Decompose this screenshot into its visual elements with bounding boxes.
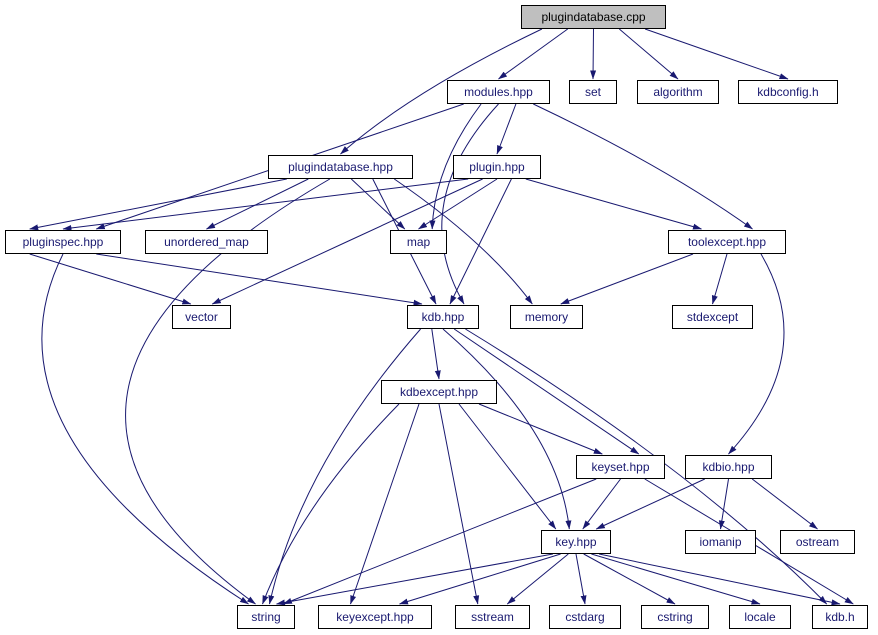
edge-key_hpp-to-cstdarg [575, 553, 587, 605]
edge-key_hpp-to-string [276, 553, 553, 606]
node-kdbexcept-hpp[interactable]: kdbexcept.hpp [381, 380, 497, 404]
edge-plugindatabase_cpp-to-modules_hpp [498, 28, 568, 80]
node-iomanip[interactable]: iomanip [685, 530, 756, 554]
node-algorithm[interactable]: algorithm [637, 80, 719, 104]
node-set[interactable]: set [569, 80, 617, 104]
edge-pluginspec_hpp-to-vector [29, 253, 192, 305]
edge-kdb_hpp-to-key_hpp [442, 328, 572, 530]
node-toolexcept-hpp[interactable]: toolexcept.hpp [668, 230, 786, 254]
node-sstream[interactable]: sstream [455, 605, 530, 629]
edge-kdb_hpp-to-keyset_hpp [453, 328, 640, 455]
edge-kdb_hpp-to-kdbexcept_hpp [431, 328, 441, 380]
edge-plugin_hpp-to-vector [211, 178, 483, 305]
node-unordered-map[interactable]: unordered_map [145, 230, 268, 254]
edge-plugin_hpp-to-pluginspec_hpp [62, 178, 469, 231]
edge-toolexcept_hpp-to-kdbio_hpp [728, 253, 785, 455]
node-plugindatabase-cpp: plugindatabase.cpp [521, 5, 666, 29]
edge-kdbio_hpp-to-key_hpp [595, 478, 706, 530]
edge-modules_hpp-to-map [429, 103, 482, 230]
edge-pluginspec_hpp-to-string [41, 253, 249, 605]
node-keyexcept-hpp[interactable]: keyexcept.hpp [318, 605, 432, 629]
node-string[interactable]: string [237, 605, 295, 629]
edge-kdbio_hpp-to-ostream [751, 478, 818, 530]
edge-plugin_hpp-to-toolexcept_hpp [525, 178, 702, 230]
node-kdbconfig-h[interactable]: kdbconfig.h [738, 80, 838, 104]
edge-modules_hpp-to-kdb_hpp [441, 103, 499, 305]
node-kdbio-hpp[interactable]: kdbio.hpp [685, 455, 772, 479]
edge-pluginspec_hpp-to-kdb_hpp [96, 253, 423, 306]
node-kdb-hpp[interactable]: kdb.hpp [407, 305, 479, 329]
node-keyset-hpp[interactable]: keyset.hpp [576, 455, 665, 479]
edge-kdbexcept_hpp-to-keyset_hpp [478, 403, 603, 455]
edge-key_hpp-to-sstream [506, 553, 569, 605]
edge-modules_hpp-to-plugin_hpp [496, 103, 517, 155]
node-ostream[interactable]: ostream [780, 530, 855, 554]
edge-modules_hpp-to-toolexcept_hpp [533, 103, 753, 230]
edge-plugindatabase_cpp-to-algorithm [618, 28, 679, 80]
node-cstring[interactable]: cstring [641, 605, 709, 629]
node-kdb-h[interactable]: kdb.h [812, 605, 868, 629]
node-modules-hpp[interactable]: modules.hpp [447, 80, 550, 104]
edge-plugin_hpp-to-kdb_hpp [449, 178, 512, 305]
edge-plugindatabase_hpp-to-pluginspec_hpp [29, 178, 287, 231]
node-map[interactable]: map [390, 230, 447, 254]
edge-plugindatabase_cpp-to-plugindatabase_hpp [340, 28, 543, 155]
node-vector[interactable]: vector [172, 305, 231, 329]
node-key-hpp[interactable]: key.hpp [541, 530, 611, 554]
edge-plugindatabase_hpp-to-unordered_map [206, 178, 309, 230]
edge-toolexcept_hpp-to-stdexcept [711, 253, 728, 305]
edge-kdb_hpp-to-string [268, 328, 421, 605]
node-locale[interactable]: locale [729, 605, 791, 629]
edge-plugindatabase_cpp-to-set [590, 28, 597, 80]
node-plugindatabase-hpp[interactable]: plugindatabase.hpp [268, 155, 413, 179]
edge-kdbexcept_hpp-to-string [262, 403, 400, 605]
edge-kdbio_hpp-to-iomanip [718, 478, 729, 530]
edge-toolexcept_hpp-to-memory [560, 253, 694, 305]
edge-keyset_hpp-to-string [283, 478, 597, 605]
edge-key_hpp-to-keyexcept_hpp [399, 553, 561, 605]
edge-kdbexcept_hpp-to-keyexcept_hpp [350, 403, 420, 605]
node-memory[interactable]: memory [510, 305, 583, 329]
edge-kdbexcept_hpp-to-sstream [438, 403, 480, 605]
edge-key_hpp-to-cstring [583, 553, 676, 605]
node-plugin-hpp[interactable]: plugin.hpp [453, 155, 541, 179]
edge-key_hpp-to-locale [591, 553, 761, 605]
edge-key_hpp-to-kdb_h [598, 553, 841, 606]
node-pluginspec-hpp[interactable]: pluginspec.hpp [5, 230, 121, 254]
node-stdexcept[interactable]: stdexcept [672, 305, 753, 329]
edge-plugindatabase_cpp-to-kdbconfig_h [644, 28, 789, 80]
edge-plugin_hpp-to-map [418, 178, 498, 230]
edge-kdbexcept_hpp-to-key_hpp [458, 403, 557, 530]
edge-plugindatabase_hpp-to-map [350, 178, 406, 230]
edge-kdb_hpp-to-kdb_h [465, 328, 828, 605]
node-cstdarg[interactable]: cstdarg [549, 605, 621, 629]
edge-keyset_hpp-to-key_hpp [582, 478, 621, 530]
edge-plugindatabase_hpp-to-memory [394, 178, 533, 305]
